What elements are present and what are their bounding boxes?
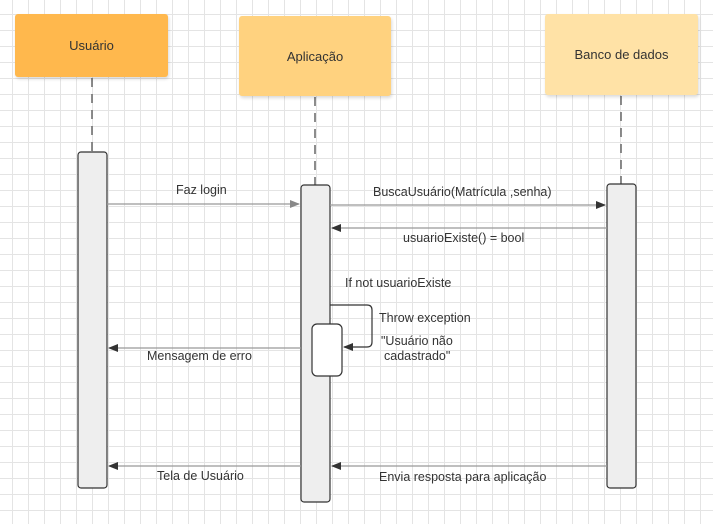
activation-banco (606, 183, 637, 489)
label-throw-exception: Throw exception (379, 311, 471, 325)
label-usuario-existe: usuarioExiste() = bool (403, 231, 525, 245)
arrow-throw-exception (330, 304, 373, 351)
actor-aplicacao-label: Aplicação (286, 48, 344, 64)
label-if-not: If not usuarioExiste (345, 276, 452, 290)
activation-usuario (77, 151, 108, 489)
label-faz-login: Faz login (176, 183, 227, 197)
activation-aplicacao-nested (311, 323, 343, 377)
actor-usuario: Usuário (15, 14, 168, 77)
actor-banco-label: Banco de dados (574, 47, 669, 62)
label-usuario-nao-1: "Usuário não (381, 334, 453, 348)
actor-banco: Banco de dados (545, 14, 698, 95)
label-usuario-nao-2: cadastrado" (384, 349, 451, 363)
label-tela-usuario: Tela de Usuário (157, 469, 244, 483)
label-envia-resposta: Envia resposta para aplicação (379, 470, 547, 484)
label-busca-usuario: BuscaUsuário(Matrícula ,senha) (373, 185, 552, 199)
actor-usuario-label: Usuário (69, 38, 114, 53)
label-mensagem-erro: Mensagem de erro (147, 349, 252, 363)
actor-aplicacao: Aplicação (239, 16, 391, 96)
